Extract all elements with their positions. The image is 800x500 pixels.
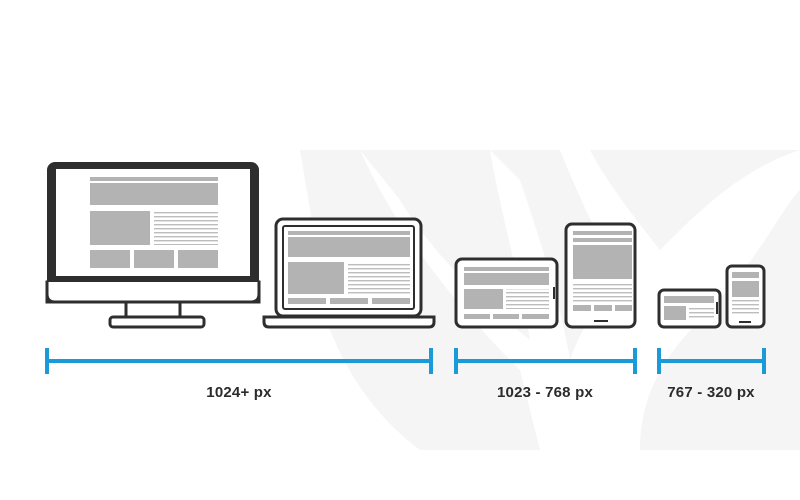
phone-portrait-icon — [725, 264, 766, 329]
tablet-portrait-icon — [564, 222, 637, 329]
range-bar-mobile — [657, 348, 766, 374]
tablet-landscape-icon — [454, 257, 559, 329]
laptop-icon — [262, 217, 436, 329]
range-bar-desktop — [45, 348, 433, 374]
phone-landscape-icon — [657, 288, 722, 329]
breakpoint-label-desktop: 1024+ px — [206, 384, 272, 401]
background-tree-art — [300, 150, 800, 450]
desktop-monitor-icon — [45, 162, 261, 329]
breakpoint-label-mobile: 767 - 320 px — [667, 384, 755, 401]
breakpoint-label-tablet: 1023 - 768 px — [497, 384, 593, 401]
range-bar-tablet — [454, 348, 637, 374]
